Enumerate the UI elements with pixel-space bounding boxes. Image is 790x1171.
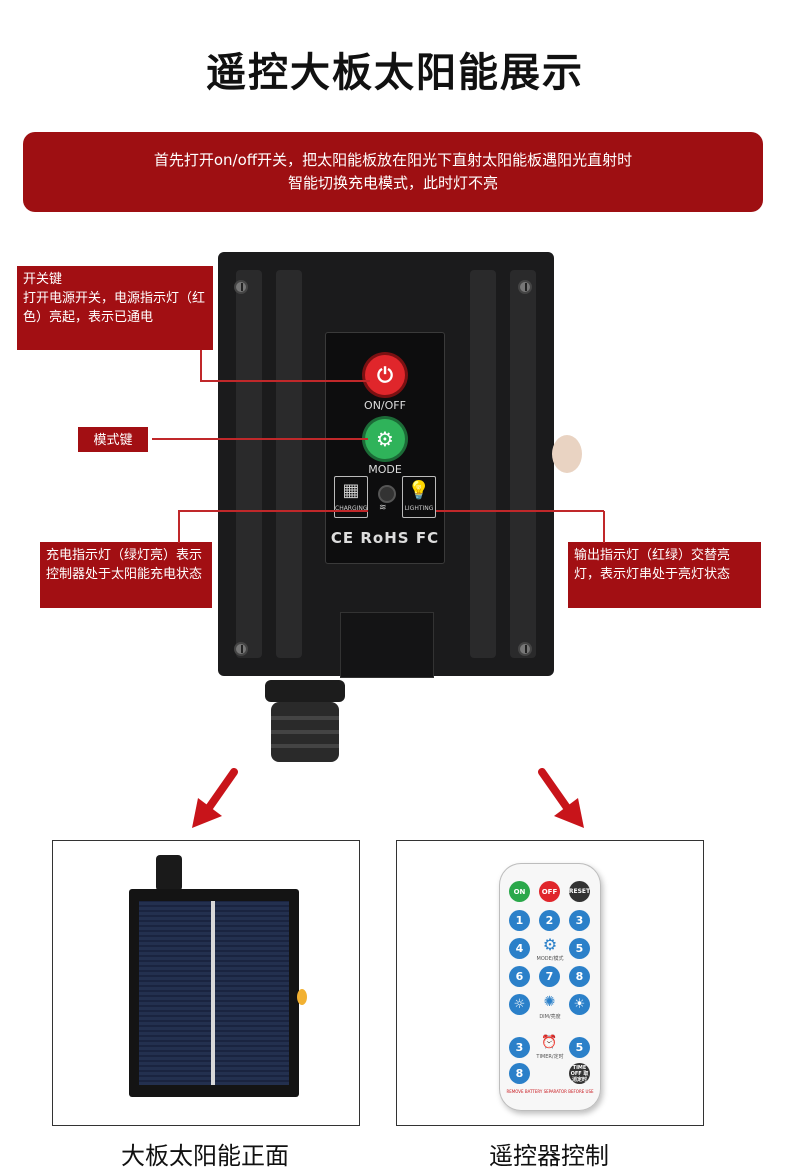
brightness-up-icon: ☀ bbox=[573, 997, 586, 1012]
panel-led bbox=[297, 989, 307, 1005]
mode-button[interactable]: ⚙ bbox=[365, 419, 405, 459]
remote-key-2[interactable]: 2 bbox=[539, 910, 560, 931]
ir-receiver-icon bbox=[378, 485, 396, 503]
mode-callout: 模式键 bbox=[78, 427, 148, 452]
box-rib-left bbox=[236, 270, 262, 658]
remote-key-8[interactable]: 8 bbox=[569, 966, 590, 987]
banner-line-2: 智能切换充电模式，此时灯不亮 bbox=[287, 174, 498, 192]
power-callout-title: 开关键 bbox=[23, 272, 63, 287]
panel-connector bbox=[156, 855, 182, 891]
remote-dim-text: DIM/亮度 bbox=[539, 1014, 561, 1020]
solar-controller-box: ⏻ ON/OFF ⚙ MODE ▦ CHARGING ≋ 💡 LIGHTING … bbox=[218, 252, 554, 676]
brightness-down-icon: ☼ bbox=[513, 997, 526, 1012]
solar-panel bbox=[129, 889, 299, 1097]
leader-line bbox=[152, 438, 368, 440]
remote-timer-text: TIMER/定时 bbox=[536, 1054, 564, 1060]
waterproof-connector-icon bbox=[265, 680, 345, 762]
charging-indicator: ▦ CHARGING bbox=[334, 476, 368, 518]
screw-icon bbox=[518, 280, 532, 294]
remote-off-button[interactable]: OFF bbox=[539, 881, 560, 902]
mode-gear-icon: ⚙ bbox=[542, 935, 558, 954]
leader-line bbox=[178, 511, 180, 543]
screw-icon bbox=[234, 280, 248, 294]
remote-mode-text: MODE/模式 bbox=[536, 956, 564, 962]
charging-callout: 充电指示灯（绿灯亮）表示控制器处于太阳能充电状态 bbox=[40, 542, 212, 608]
power-button[interactable]: ⏻ bbox=[365, 355, 405, 395]
remote-key-1[interactable]: 1 bbox=[509, 910, 530, 931]
power-icon: ⏻ bbox=[377, 363, 393, 387]
caption-solar-panel: 大板太阳能正面 bbox=[121, 1142, 289, 1170]
leader-line bbox=[200, 380, 370, 382]
solar-cells bbox=[139, 901, 289, 1085]
remote-key-6[interactable]: 6 bbox=[509, 966, 530, 987]
screw-icon bbox=[518, 642, 532, 656]
box-rib-right bbox=[510, 270, 536, 658]
remote-time-off-button[interactable]: TIME OFF 取消定时 bbox=[569, 1063, 590, 1084]
cable-plug bbox=[340, 612, 434, 678]
lighting-label: LIGHTING bbox=[404, 505, 434, 512]
mode-label: MODE bbox=[368, 463, 402, 476]
gear-icon: ⚙ bbox=[376, 427, 394, 451]
remote-reset-button[interactable]: RESET bbox=[569, 881, 590, 902]
solar-panel-frame bbox=[52, 840, 360, 1126]
solar-panel-icon: ▦ bbox=[342, 480, 360, 501]
remote-control: ON OFF RESET 1 2 3 4 ⚙ MODE/模式 5 6 7 8 ☼… bbox=[499, 863, 601, 1111]
remote-key-7[interactable]: 7 bbox=[539, 966, 560, 987]
output-callout: 输出指示灯（红绿）交替亮灯，表示灯串处于亮灯状态 bbox=[568, 542, 761, 608]
charging-label: CHARGING bbox=[335, 505, 368, 512]
screw-icon bbox=[234, 642, 248, 656]
on-off-label: ON/OFF bbox=[364, 399, 406, 412]
power-callout-desc: 打开电源开关，电源指示灯（红色）亮起，表示已通电 bbox=[23, 291, 206, 325]
lighting-indicator: 💡 LIGHTING bbox=[402, 476, 436, 518]
certification-marks: CE RoHS FC bbox=[330, 529, 440, 547]
banner-line-1: 首先打开on/off开关，把太阳能板放在阳光下直射太阳能板遇阳光直射时 bbox=[153, 151, 633, 169]
lightbulb-icon: 💡 bbox=[407, 480, 431, 501]
remote-timer-3-button[interactable]: 3 bbox=[509, 1037, 530, 1058]
page-title: 遥控大板太阳能展示 bbox=[206, 50, 584, 96]
box-rib bbox=[276, 270, 302, 658]
instruction-banner: 首先打开on/off开关，把太阳能板放在阳光下直射太阳能板遇阳光直射时 智能切换… bbox=[23, 132, 763, 212]
leader-line bbox=[603, 511, 605, 543]
battery-notice: REMOVE BATTERY SEPARATOR BEFORE USE bbox=[506, 1089, 594, 1094]
power-callout: 开关键 打开电源开关，电源指示灯（红色）亮起，表示已通电 bbox=[17, 266, 213, 350]
brightness-icon: ✺ bbox=[543, 994, 556, 1010]
leader-line bbox=[200, 350, 202, 381]
leader-line bbox=[178, 510, 368, 512]
light-reflection bbox=[552, 435, 582, 473]
remote-on-button[interactable]: ON bbox=[509, 881, 530, 902]
remote-timer-8-button[interactable]: 8 bbox=[509, 1063, 530, 1084]
leader-line bbox=[436, 510, 604, 512]
arrow-down-right-icon bbox=[538, 768, 584, 828]
arrow-down-left-icon bbox=[192, 768, 238, 828]
remote-frame: ON OFF RESET 1 2 3 4 ⚙ MODE/模式 5 6 7 8 ☼… bbox=[396, 840, 704, 1126]
alarm-clock-icon: ⏰ bbox=[541, 1035, 558, 1050]
remote-dim-down-button[interactable]: ☼ bbox=[509, 994, 530, 1015]
remote-key-4[interactable]: 4 bbox=[509, 938, 530, 959]
control-panel: ⏻ ON/OFF ⚙ MODE ▦ CHARGING ≋ 💡 LIGHTING … bbox=[325, 332, 445, 564]
caption-remote: 遥控器控制 bbox=[489, 1142, 609, 1170]
remote-timer-5-button[interactable]: 5 bbox=[569, 1037, 590, 1058]
remote-key-3[interactable]: 3 bbox=[569, 910, 590, 931]
remote-dim-up-button[interactable]: ☀ bbox=[569, 994, 590, 1015]
box-rib bbox=[470, 270, 496, 658]
remote-key-5[interactable]: 5 bbox=[569, 938, 590, 959]
wireless-icon: ≋ bbox=[379, 503, 387, 513]
